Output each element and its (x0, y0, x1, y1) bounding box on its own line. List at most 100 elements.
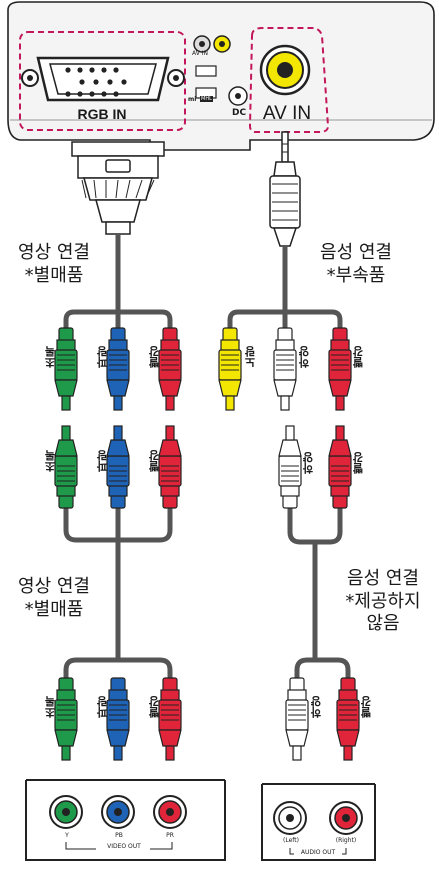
small-dc-label: DC (232, 108, 247, 118)
av-in-label: AV IN (262, 103, 312, 124)
jack-label-right: (Right) (335, 837, 357, 844)
vga-plug-ribs (81, 179, 155, 199)
video-out-label: VIDEO OUT (107, 843, 141, 850)
jack-label-y: Y (65, 832, 69, 839)
vga-pin (121, 79, 127, 85)
vga-rib (145, 179, 155, 199)
plug-label-red: 빨강 (352, 346, 365, 368)
output-jack-red[interactable] (329, 801, 363, 835)
caption-line: *별매품 (24, 264, 84, 286)
small-av-in-label: AV IN (192, 50, 208, 57)
plug-label-green: 초록 (44, 450, 57, 472)
vga-pin (101, 91, 107, 97)
av-in-highlight (248, 27, 330, 133)
plug-label-blue: 파랑 (96, 696, 109, 718)
plug-label-red: 빨강 (352, 452, 365, 474)
vga-pin (89, 67, 95, 73)
small-mhl-label: MHL (200, 96, 213, 103)
plug-label-red: 빨강 (148, 450, 161, 472)
rgb-in-highlight (19, 31, 186, 131)
plug-label-red: 빨강 (148, 696, 161, 718)
caption-line: 음성 연결 (347, 568, 419, 589)
small-hdmi-label: mi (188, 96, 197, 103)
rca-plug-white (285, 677, 309, 761)
jack-label-pr: PR (166, 832, 174, 839)
rca-plug-red (158, 425, 182, 509)
vga-pin (77, 91, 83, 97)
caption-line: 않음 (366, 613, 400, 634)
plug-label-white: 하양 (298, 346, 311, 368)
caption-line: 음성 연결 (320, 242, 392, 263)
output-jacks (49, 795, 363, 835)
caption-line: 영상 연결 (18, 576, 90, 597)
audio-jack-ribs (272, 183, 298, 221)
right-mid-caption: 음성 연결 *제공하지 않음 (330, 568, 436, 636)
output-jack-red[interactable] (153, 795, 187, 829)
rca-plug-white (273, 327, 297, 411)
vga-pin (113, 91, 119, 97)
av-in-jack-icon[interactable] (259, 44, 311, 96)
caption-line: *제공하지 (345, 590, 421, 612)
rca-plug-green (54, 425, 78, 509)
bracket-lines (65, 842, 347, 855)
audio-out-label: AUDIO OUT (300, 849, 336, 856)
plug-label-red: 빨강 (360, 696, 373, 718)
plug-label-blue: 파랑 (96, 450, 109, 472)
rca-plug-red (336, 677, 360, 761)
jack-label-left: (Left) (283, 837, 299, 844)
vga-rib (115, 179, 119, 199)
vga-rib (81, 179, 87, 199)
rca-plug-green (54, 327, 78, 411)
vga-pin (107, 79, 113, 85)
vga-plug (71, 141, 165, 235)
small-port-icons (193, 35, 248, 106)
video-out-device (25, 779, 226, 861)
cables (63, 234, 351, 688)
left-mid-caption: 영상 연결 *별매품 (2, 576, 106, 621)
plug-label-blue: 파랑 (96, 346, 109, 368)
vga-pin (101, 67, 107, 73)
vga-port-icon[interactable] (21, 56, 185, 102)
output-jack-white[interactable] (273, 801, 307, 835)
rca-plug-white (278, 425, 302, 509)
vga-rib (135, 179, 143, 199)
jack-label-pb: PB (115, 832, 123, 839)
rca-plug-blue (106, 425, 130, 509)
vga-pin (77, 67, 83, 73)
vga-pin (113, 67, 119, 73)
rca-plug-red (328, 425, 352, 509)
caption-line: *부속품 (326, 264, 386, 286)
vga-pin (65, 67, 71, 73)
vga-pin (65, 91, 71, 97)
plug-label-yellow: 노랑 (244, 346, 257, 368)
output-jack-green[interactable] (49, 795, 83, 829)
vga-rib (93, 179, 97, 199)
vga-pin (79, 79, 85, 85)
vga-pins (65, 67, 127, 97)
plug-label-white: 하양 (302, 452, 315, 474)
rgb-in-label: RGB IN (77, 106, 127, 122)
rca-plug-blue (106, 327, 130, 411)
vga-rib (125, 179, 131, 199)
plug-label-white: 하양 (310, 696, 323, 718)
caption-line: 영상 연결 (18, 242, 90, 263)
caption-line: *별매품 (24, 598, 84, 620)
plug-label-green: 초록 (44, 346, 57, 368)
rca-plug-green (54, 677, 78, 761)
left-top-caption: 영상 연결 *별매품 (2, 242, 106, 287)
rca-plug-red (328, 327, 352, 411)
rca-plug-red (158, 677, 182, 761)
rca-plug-red (158, 327, 182, 411)
vga-pin (93, 79, 99, 85)
output-jack-blue[interactable] (101, 795, 135, 829)
audio-out-device (261, 783, 376, 861)
vga-pin (89, 91, 95, 97)
rca-plug-yellow (218, 327, 242, 411)
plug-label-red: 빨강 (148, 346, 161, 368)
plug-label-green: 초록 (44, 696, 57, 718)
rca-plug-blue (106, 677, 130, 761)
right-top-caption: 음성 연결 *부속품 (300, 242, 412, 287)
audio-jack-plug (269, 131, 301, 247)
